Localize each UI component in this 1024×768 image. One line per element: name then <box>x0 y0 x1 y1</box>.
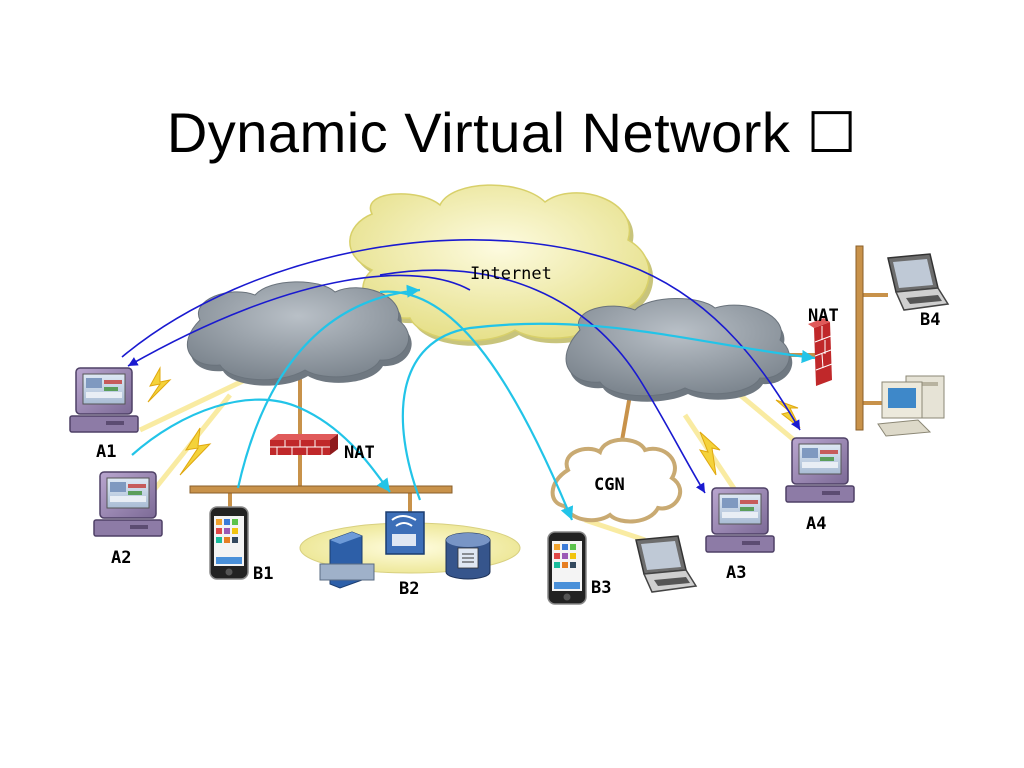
label-a2: A2 <box>111 548 131 568</box>
desktop-b4-icon <box>877 375 945 437</box>
label-nat-right: NAT <box>808 306 839 326</box>
computer-a2-icon <box>93 471 163 537</box>
computer-a3-icon <box>705 487 775 553</box>
phone-b1-icon <box>209 506 249 580</box>
tunnel-b2-to-nat <box>401 322 816 501</box>
tunnel-b3 <box>379 290 574 521</box>
computer-a4-icon <box>785 437 855 503</box>
tunnels-light <box>131 284 816 521</box>
label-cgn: CGN <box>594 475 625 495</box>
tunnel-a4-to-a1 <box>127 274 471 367</box>
tunnels-dark <box>121 239 801 494</box>
phone-b3-icon <box>547 531 587 605</box>
vertical-bus-right <box>855 245 864 431</box>
bolt-icon <box>179 427 212 476</box>
label-b4: B4 <box>920 310 940 330</box>
tunnel-b1 <box>236 284 421 489</box>
storage-b2-icon <box>445 532 491 580</box>
wireless-router-b2-icon <box>385 511 425 555</box>
label-b3: B3 <box>591 578 611 598</box>
label-b1: B1 <box>253 564 273 584</box>
label-b2: B2 <box>399 579 419 599</box>
isp-cloud-left <box>187 281 412 386</box>
tunnel-a1-to-a3 <box>379 269 706 494</box>
internet-cloud <box>349 184 654 346</box>
label-a3: A3 <box>726 563 746 583</box>
bolt-icon <box>698 431 721 476</box>
tunnel-a1-to-a4 <box>121 239 801 431</box>
label-a4: A4 <box>806 514 826 534</box>
label-nat-left: NAT <box>344 443 375 463</box>
computer-a1-icon <box>69 367 139 433</box>
lan-bus <box>189 485 453 494</box>
laptop-b4-icon <box>887 253 949 311</box>
firewall-icon-right <box>808 318 833 386</box>
label-internet: Internet <box>470 264 552 284</box>
tunnel-a2-to-b2 <box>131 398 391 493</box>
laptop-cgn-icon <box>635 535 697 593</box>
firewall-icon-left <box>270 434 338 455</box>
slide-title: Dynamic Virtual Network ☐ <box>166 101 858 164</box>
bolt-icon <box>147 366 172 403</box>
label-a1: A1 <box>96 442 116 462</box>
server-b2-icon <box>319 531 375 589</box>
